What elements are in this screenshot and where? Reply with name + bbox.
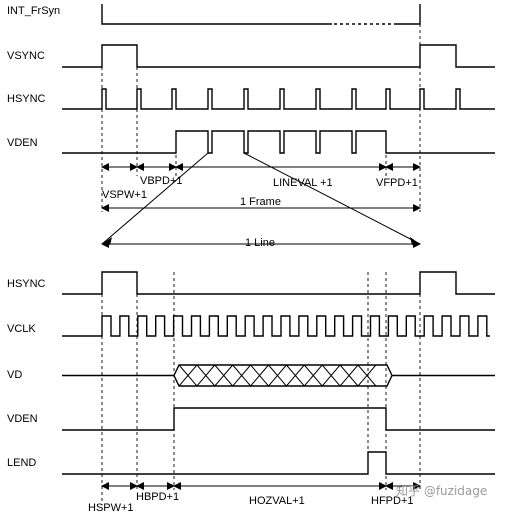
label-lend: LEND: [7, 457, 36, 469]
label-hsync-top: HSYNC: [7, 93, 46, 105]
label-vspw: VSPW+1: [102, 189, 147, 201]
vden-bottom-waveform: [62, 407, 495, 431]
label-vd: VD: [7, 369, 22, 381]
label-vfpd: VFPD+1: [376, 177, 418, 189]
vd-waveform: [62, 364, 495, 387]
int-frsyn-waveform: [101, 4, 421, 25]
label-hfpd: HFPD+1: [371, 495, 414, 507]
lend-waveform: [62, 451, 495, 475]
label-int-frsyn: INT_FrSyn: [7, 5, 60, 17]
label-vsync: VSYNC: [7, 50, 45, 62]
label-vden-top: VDEN: [7, 137, 38, 149]
hsync-top-waveform: [62, 88, 495, 110]
label-vclk: VCLK: [7, 323, 36, 335]
label-vden-bottom: VDEN: [7, 413, 38, 425]
vsync-waveform: [62, 44, 495, 68]
watermark-text: 知乎 @fuzidage: [396, 484, 487, 498]
zoom-lines: [101, 152, 421, 248]
label-hbpd: HBPD+1: [136, 491, 179, 503]
vclk-waveform: [62, 315, 490, 337]
label-hspw: HSPW+1: [88, 502, 134, 514]
top-interval-arrows: [101, 163, 421, 212]
hsync-bottom-waveform: [62, 271, 495, 295]
bottom-guides: [101, 272, 421, 505]
label-1-line: 1 Line: [245, 237, 275, 249]
label-hsync-bottom: HSYNC: [7, 278, 46, 290]
label-1-frame: 1 Frame: [240, 196, 281, 208]
vden-top-waveform: [62, 130, 495, 154]
label-hozval: HOZVAL+1: [249, 495, 305, 507]
